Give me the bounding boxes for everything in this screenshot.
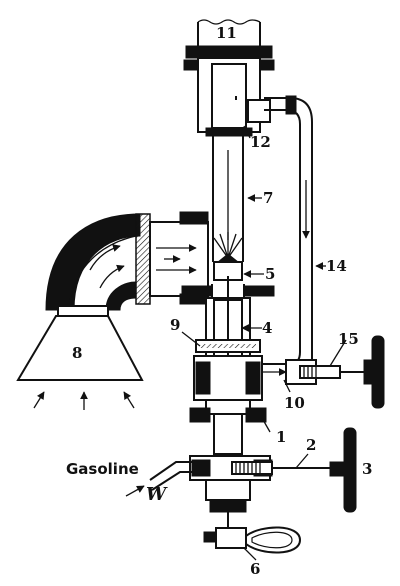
leader-lines (181, 125, 347, 561)
label-gasoline: Gasoline (66, 460, 139, 478)
label-2: 2 (306, 436, 316, 454)
label-6: 6 (250, 560, 260, 578)
label-15: 15 (338, 330, 359, 348)
label-5: 5 (265, 265, 275, 283)
label-7: 7 (263, 189, 273, 207)
label-11: 11 (216, 24, 237, 42)
label-3: 3 (362, 460, 372, 478)
label-14: 14 (326, 257, 347, 275)
return-pipe (247, 95, 313, 352)
side-valve (262, 335, 385, 409)
nozzle (181, 232, 275, 300)
label-12: 12 (250, 133, 271, 151)
mixing-tube (212, 96, 250, 262)
label-10: 10 (284, 394, 305, 412)
label-8: 8 (72, 344, 82, 362)
label-4: 4 (262, 319, 272, 337)
label-w: W (146, 484, 168, 505)
label-1: 1 (276, 428, 286, 446)
air-duct (16, 211, 209, 410)
label-9: 9 (170, 316, 180, 334)
burner-body (189, 276, 287, 520)
lower-valve (189, 413, 357, 513)
stack-pipe (183, 19, 275, 137)
gasoline-inlet (125, 461, 192, 497)
bottom-handle (203, 512, 302, 554)
